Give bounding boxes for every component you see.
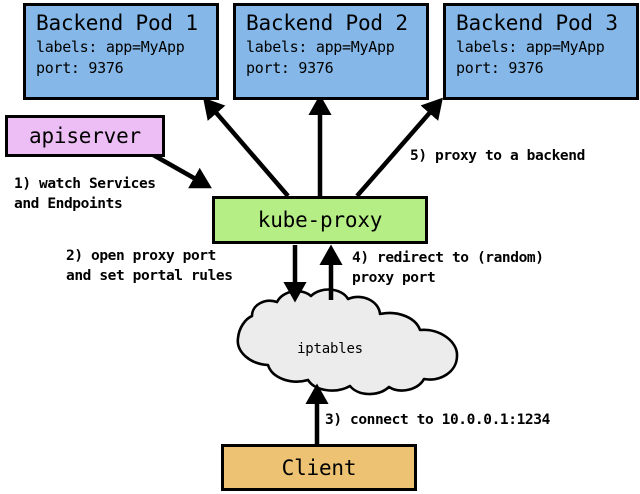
- edge-label-redirect: 4) redirect to (random) proxy port: [352, 248, 544, 288]
- edge-label-redirect-line1: 4) redirect to (random): [352, 250, 544, 266]
- edge-label-redirect-line2: proxy port: [352, 270, 436, 286]
- backend-pod-1-title: Backend Pod 1: [36, 11, 198, 35]
- edge-label-proxy-backend-line1: 5) proxy to a backend: [410, 148, 585, 164]
- arrow-kubeproxy-to-pod3: [355, 97, 443, 198]
- edge-label-watch-services-line1: 1) watch Services: [14, 176, 156, 192]
- client-box[interactable]: Client: [221, 444, 417, 491]
- arrow-kubeproxy-to-pod1: [203, 97, 290, 198]
- edge-label-watch-services-line2: and Endpoints: [14, 196, 123, 212]
- backend-pod-2-box[interactable]: Backend Pod 2 labels: app=MyApp port: 93…: [233, 3, 429, 100]
- backend-pod-3-labels: labels: app=MyApp: [456, 38, 605, 56]
- backend-pod-1-labels: labels: app=MyApp: [36, 38, 185, 56]
- arrow-apiserver-to-kubeproxy: [146, 150, 212, 189]
- edge-label-watch-services: 1) watch Services and Endpoints: [14, 174, 156, 214]
- iptables-label: iptables: [297, 341, 363, 357]
- backend-pod-2-port: port: 9376: [246, 59, 334, 77]
- edge-label-open-proxy-port: 2) open proxy port and set portal rules: [66, 246, 233, 286]
- edge-label-proxy-backend: 5) proxy to a backend: [410, 146, 585, 166]
- apiserver-box[interactable]: apiserver: [5, 115, 165, 157]
- iptables-cloud-shape: [236, 288, 459, 396]
- edge-label-open-proxy-port-line2: and set portal rules: [66, 268, 233, 284]
- backend-pod-1-box[interactable]: Backend Pod 1 labels: app=MyApp port: 93…: [23, 3, 219, 100]
- client-label: Client: [281, 455, 357, 480]
- edge-label-connect: 3) connect to 10.0.0.1:1234: [325, 410, 550, 430]
- backend-pod-2-title: Backend Pod 2: [246, 11, 408, 35]
- edge-label-connect-line1: 3) connect to 10.0.0.1:1234: [325, 412, 550, 428]
- kube-proxy-label: kube-proxy: [257, 208, 383, 232]
- backend-pod-3-title: Backend Pod 3: [456, 11, 618, 35]
- edge-label-open-proxy-port-line1: 2) open proxy port: [66, 248, 216, 264]
- backend-pod-3-box[interactable]: Backend Pod 3 labels: app=MyApp port: 93…: [443, 3, 639, 100]
- backend-pod-2-labels: labels: app=MyApp: [246, 38, 395, 56]
- backend-pod-3-port: port: 9376: [456, 59, 544, 77]
- backend-pod-1-port: port: 9376: [36, 59, 124, 77]
- apiserver-label: apiserver: [29, 124, 141, 148]
- kube-proxy-box[interactable]: kube-proxy: [212, 196, 428, 244]
